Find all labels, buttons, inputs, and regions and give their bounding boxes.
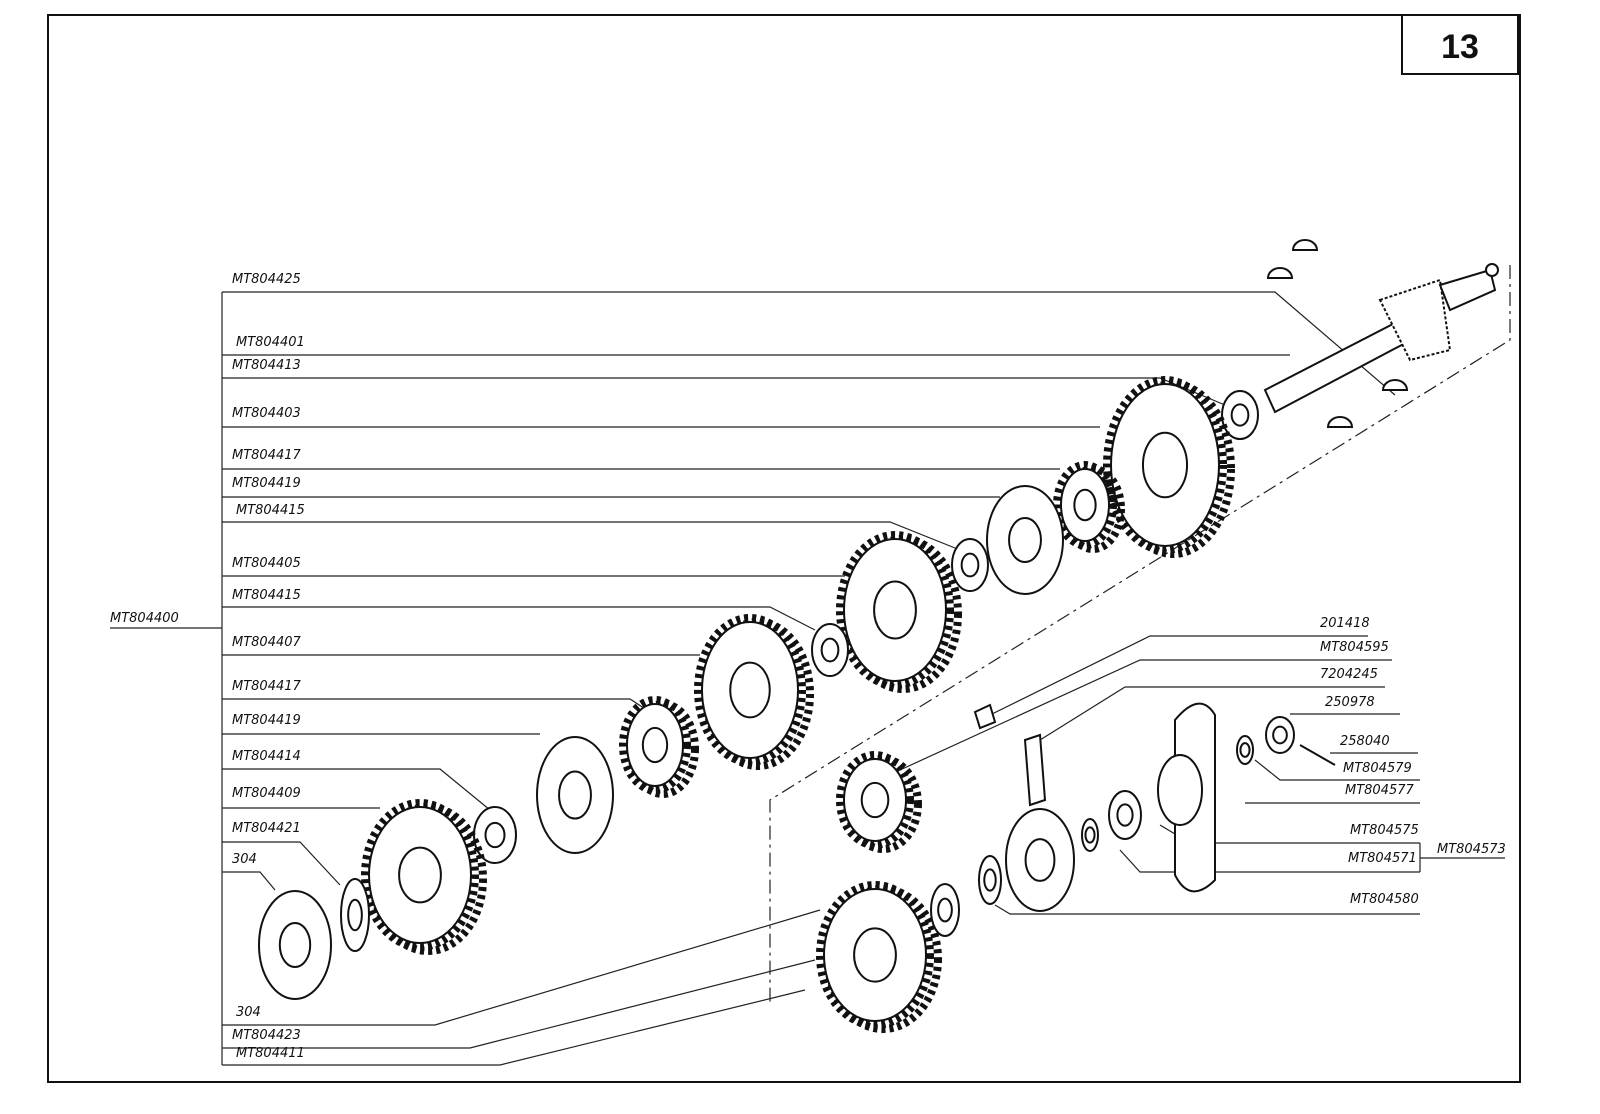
gear-small <box>1053 461 1125 553</box>
part-label: MT804595 <box>1320 640 1389 655</box>
axis-line <box>769 265 1511 1005</box>
woodruff-key <box>1381 379 1409 391</box>
gear-lower <box>816 881 942 1033</box>
gear-small <box>619 696 699 798</box>
leader-line <box>222 909 821 1026</box>
part-label: MT804415 <box>232 588 301 603</box>
leader-line <box>899 659 1392 771</box>
part-label: MT804421 <box>232 821 301 836</box>
leader-line <box>994 904 1420 915</box>
castle-nut <box>1265 716 1295 754</box>
part-label: MT804407 <box>232 635 302 650</box>
washer <box>930 883 960 937</box>
bushing <box>811 623 849 677</box>
cotter-pin <box>1299 744 1336 766</box>
leader-line <box>222 606 816 631</box>
part-label: MT804411 <box>236 1046 305 1061</box>
gear <box>836 531 962 693</box>
leader-line <box>222 768 491 811</box>
leader-line <box>222 698 651 713</box>
gear <box>361 799 487 955</box>
part-label: MT804413 <box>232 358 301 373</box>
leader-line <box>1254 759 1420 781</box>
part-label: MT804580 <box>1350 892 1419 907</box>
bushing <box>951 538 989 592</box>
part-label: MT804577 <box>1345 783 1415 798</box>
ball-bearing <box>258 890 332 1000</box>
leader-line <box>222 959 816 1049</box>
part-label: MT804419 <box>232 476 301 491</box>
gear <box>694 614 814 770</box>
synchro-hub <box>536 736 614 854</box>
part-label: MT804423 <box>232 1028 301 1043</box>
speedometer-pinion <box>1023 733 1047 807</box>
part-label: 304 <box>236 1005 261 1020</box>
subassembly-bracket <box>1419 843 1505 872</box>
part-label: 250978 <box>1325 695 1375 710</box>
washer <box>1236 735 1254 765</box>
part-label: MT804403 <box>232 406 301 421</box>
subassembly-label: MT804573 <box>1437 842 1506 857</box>
speedometer-gear <box>836 751 922 853</box>
drive-flange <box>1157 702 1216 893</box>
assembly-label: MT804400 <box>110 611 179 626</box>
part-label: 258040 <box>1340 734 1390 749</box>
washer <box>978 855 1002 905</box>
leader-line <box>222 377 1226 406</box>
leader-line <box>222 989 806 1066</box>
part-label: MT804405 <box>232 556 301 571</box>
part-label: 304 <box>232 852 257 867</box>
screw <box>973 703 997 730</box>
leader-line <box>222 521 961 551</box>
thrust-washer <box>340 878 370 952</box>
part-label: MT804414 <box>232 749 301 764</box>
leader-line <box>222 291 1396 396</box>
main-shaft <box>1263 263 1499 414</box>
gear-large <box>1103 376 1235 558</box>
part-label: MT804417 <box>232 448 302 463</box>
leader-line <box>1039 686 1385 741</box>
part-label: MT804571 <box>1348 851 1417 866</box>
part-label: MT804579 <box>1343 761 1412 776</box>
ring <box>1108 790 1142 840</box>
page-frame <box>47 14 1521 1083</box>
woodruff-key <box>1266 267 1294 279</box>
synchro-hub <box>986 485 1064 595</box>
part-label: MT804415 <box>236 503 305 518</box>
part-label: 201418 <box>1320 616 1370 631</box>
part-label: MT804409 <box>232 786 301 801</box>
part-label: MT804419 <box>232 713 301 728</box>
leader-line <box>989 635 1368 716</box>
circlip <box>1081 818 1099 852</box>
part-label: MT804417 <box>232 679 302 694</box>
woodruff-key <box>1326 416 1354 428</box>
part-label: MT804575 <box>1350 823 1419 838</box>
woodruff-key <box>1291 239 1319 251</box>
page-number: 13 <box>1441 28 1479 66</box>
part-label: MT804425 <box>232 272 301 287</box>
part-label: MT804401 <box>236 335 305 350</box>
page-number-box <box>1401 14 1519 75</box>
part-label: 7204245 <box>1320 667 1378 682</box>
bushing <box>473 806 517 864</box>
ball-bearing <box>1005 808 1075 912</box>
bushing <box>1221 390 1259 440</box>
leader-line <box>222 871 276 891</box>
leader-line <box>222 841 341 886</box>
leader-line <box>1119 849 1420 873</box>
